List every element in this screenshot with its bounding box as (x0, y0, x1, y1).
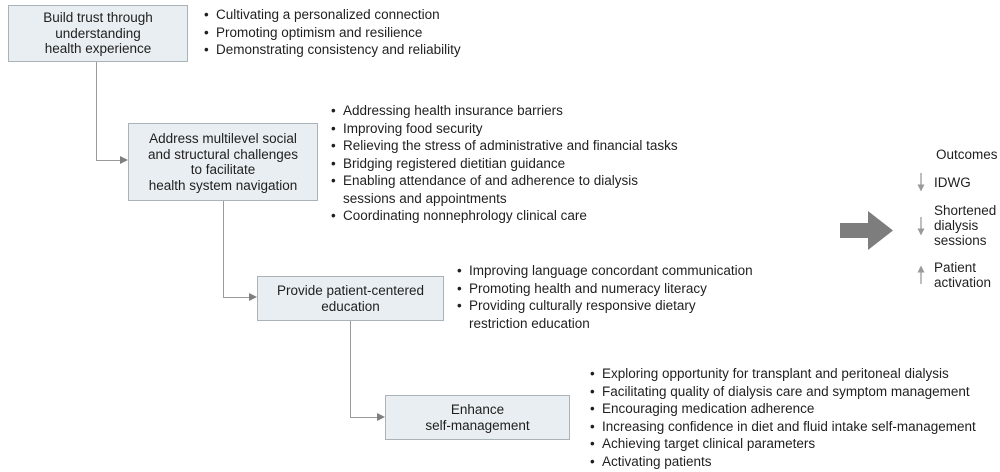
outcome-item-shortened-dialysis-sessions: Shortened dialysis sessions (916, 203, 996, 248)
list-item: Activating patients (590, 453, 976, 471)
list-item: Promoting health and numeracy literacy (457, 280, 753, 298)
connector-line (350, 417, 378, 418)
bullet-list-patient-centered-education: Improving language concordant communicat… (457, 262, 753, 332)
step-box-patient-centered-education: Provide patient-centered education (257, 276, 444, 321)
outcome-label: Shortened dialysis sessions (934, 203, 997, 248)
outcomes-title: Outcomes (936, 147, 998, 162)
list-item: Achieving target clinical parameters (590, 435, 976, 453)
list-item: Exploring opportunity for transplant and… (590, 365, 976, 383)
list-item: Encouraging medication adherence (590, 400, 976, 418)
list-item: Enabling attendance of and adherence to … (331, 172, 678, 207)
arrowhead-icon (120, 156, 128, 164)
step-box-address-challenges: Address multilevel social and structural… (128, 123, 318, 201)
list-item: Promoting optimism and resilience (204, 24, 461, 42)
connector-line (96, 62, 97, 161)
connector-line (223, 201, 224, 298)
step-box-enhance-self-management: Enhance self-management (385, 395, 570, 440)
arrowhead-icon (249, 293, 257, 301)
list-item: Bridging registered dietitian guidance (331, 155, 678, 173)
step-box-build-trust: Build trust through understanding health… (8, 5, 188, 62)
outcome-label: IDWG (934, 174, 971, 190)
connector-line (96, 160, 121, 161)
down-arrow-icon (917, 173, 925, 192)
up-arrow-icon (917, 265, 925, 284)
down-arrow-icon (917, 216, 925, 235)
arrowhead-icon (377, 413, 385, 421)
outcome-item-patient-activation: Patient activation (916, 260, 991, 290)
list-item: Coordinating nonnephrology clinical care (331, 207, 678, 225)
list-item: Cultivating a personalized connection (204, 6, 461, 24)
bullet-list-build-trust: Cultivating a personalized connection Pr… (204, 6, 461, 59)
connector-line (223, 297, 250, 298)
bullet-list-address-challenges: Addressing health insurance barriers Imp… (331, 102, 678, 225)
bullet-list-enhance-self-management: Exploring opportunity for transplant and… (590, 365, 976, 470)
list-item: Demonstrating consistency and reliabilit… (204, 41, 461, 59)
connector-line (350, 321, 351, 418)
flow-arrow-icon (840, 211, 893, 250)
outcome-label: Patient activation (934, 260, 992, 290)
list-item: Improving food security (331, 120, 678, 138)
list-item: Addressing health insurance barriers (331, 102, 678, 120)
list-item: Facilitating quality of dialysis care an… (590, 383, 976, 401)
list-item: Improving language concordant communicat… (457, 262, 753, 280)
list-item: Increasing confidence in diet and fluid … (590, 418, 976, 436)
list-item: Providing culturally responsive dietary … (457, 297, 753, 332)
outcome-item-idwg: IDWG (916, 172, 971, 192)
list-item: Relieving the stress of administrative a… (331, 137, 678, 155)
